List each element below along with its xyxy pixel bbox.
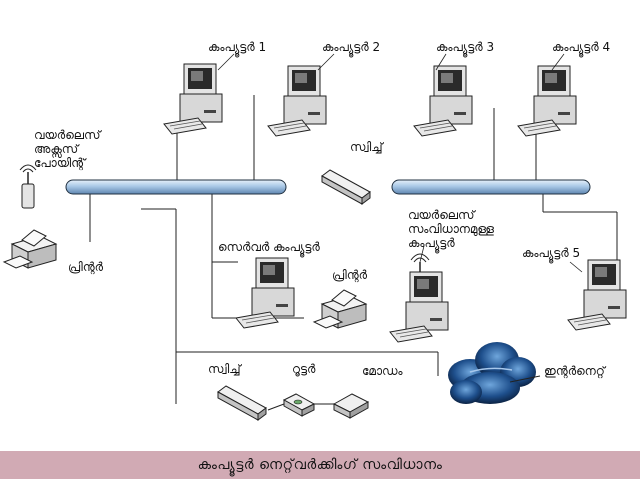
label-computer-1: കംപ്യൂട്ടർ 1 — [208, 40, 267, 54]
switch-icon — [321, 169, 371, 205]
printer-icon — [313, 289, 367, 329]
label-leaders — [217, 53, 583, 273]
label-switch-top: സ്വിച്ച് — [350, 140, 383, 154]
computer-icon — [413, 65, 473, 137]
diagram-canvas — [3, 53, 627, 421]
connection-lines — [89, 95, 618, 411]
label-server-computer: സെർവർ കംപ്യൂട്ടർ — [218, 240, 320, 254]
label-printer-left: പ്രിന്റർ — [68, 260, 104, 274]
network-bus-right — [391, 179, 591, 195]
label-computer-5: കംപ്യൂട്ടർ 5 — [522, 246, 581, 260]
label-switch-bottom: സ്വിച്ച് — [208, 362, 241, 376]
caption-bar: കംപ്യൂട്ടർ നെറ്റ്‌വർക്കിംഗ് സംവിധാനം — [0, 451, 640, 479]
label-modem: മോഡം — [362, 364, 403, 378]
computer-icon — [163, 63, 223, 135]
label-wireless-computer: വയർലെസ് സംവിധാനമുള്ള കംപ്യൂട്ടർ — [408, 208, 494, 250]
label-printer-center: പ്രിന്റർ — [332, 268, 368, 282]
switch-icon — [217, 385, 267, 421]
router-icon — [282, 393, 316, 417]
modem-icon — [332, 393, 370, 419]
label-line: വയർലെസ് — [408, 208, 475, 222]
diagram-caption: കംപ്യൂട്ടർ നെറ്റ്‌വർക്കിംഗ് സംവിധാനം — [197, 457, 443, 473]
label-line: വയർലെസ് — [34, 128, 101, 142]
wireless-computer-icon — [389, 253, 449, 343]
label-line: അക്സസ് — [34, 142, 79, 156]
access-point-icon — [19, 164, 37, 209]
label-wireless-access-point: വയർലെസ് അക്സസ് പോയിന്റ് — [34, 128, 101, 170]
label-line: കംപ്യൂട്ടർ — [408, 236, 455, 250]
computer-icon — [267, 65, 327, 137]
label-computer-2: കംപ്യൂട്ടർ 2 — [322, 40, 381, 54]
computer-icon — [517, 65, 577, 137]
cloud-icon — [448, 342, 541, 404]
label-internet: ഇന്റർനെറ്റ് — [544, 364, 605, 378]
computer-icon — [567, 259, 627, 331]
printer-icon — [3, 229, 57, 269]
label-computer-3: കംപ്യൂട്ടർ 3 — [436, 40, 495, 54]
network-bus-left — [65, 179, 287, 195]
label-line: സംവിധാനമുള്ള — [408, 222, 494, 236]
label-computer-4: കംപ്യൂട്ടർ 4 — [552, 40, 611, 54]
label-router: റൂട്ടർ — [292, 362, 316, 376]
label-line: പോയിന്റ് — [34, 156, 86, 170]
